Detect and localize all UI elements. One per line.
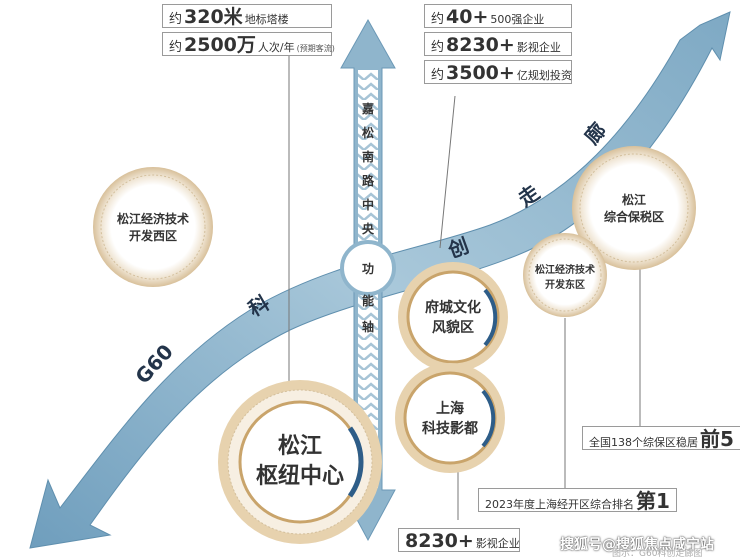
stat-film-companies: 约 8230+ 影视企业 bbox=[424, 32, 572, 56]
stat-zone-rank: 2023年度上海经开区综合排名 第1 bbox=[478, 488, 677, 513]
axis-char: 南 bbox=[361, 150, 374, 164]
axis-char: 松 bbox=[361, 126, 374, 140]
zone-hub-label: 松江枢纽中心 bbox=[255, 434, 344, 489]
zone-fucheng-label: 府城文化风貌区 bbox=[425, 300, 481, 336]
stat-film-bottom: 8230+ 影视企业 bbox=[398, 528, 520, 552]
figure-caption: 图示：G60科创走廊图 bbox=[612, 549, 703, 559]
axis-char: 嘉 bbox=[361, 102, 374, 116]
stat-investment: 约 3500+ 亿规划投资 bbox=[424, 60, 572, 84]
axis-char: 能 bbox=[361, 294, 374, 308]
zone-film-label: 上海科技影都 bbox=[422, 401, 478, 437]
axis-center-char: 功 bbox=[361, 262, 374, 276]
axis-char: 央 bbox=[361, 222, 374, 236]
zone-circles bbox=[93, 146, 696, 544]
zone-east-label: 松江经济技术开发东区 bbox=[535, 265, 595, 291]
zone-bonded-label: 松江综合保税区 bbox=[603, 193, 664, 224]
watermark: 搜狐号@搜狐焦点咸宁站 bbox=[560, 537, 714, 553]
stat-fortune500: 约 40+ 500强企业 bbox=[424, 4, 572, 28]
stat-landmark-tower: 约 320米 地标塔楼 bbox=[162, 4, 332, 28]
axis-char: 路 bbox=[361, 174, 374, 188]
axis-char: 轴 bbox=[361, 320, 374, 334]
stat-bonded-rank: 全国138个综保区稳居 前5 bbox=[582, 426, 740, 451]
zone-west-label: 松江经济技术开发西区 bbox=[116, 212, 189, 243]
stat-visitors: 约 2500万 人次/年 (预期客流) bbox=[162, 32, 335, 56]
axis-char: 中 bbox=[361, 198, 374, 212]
